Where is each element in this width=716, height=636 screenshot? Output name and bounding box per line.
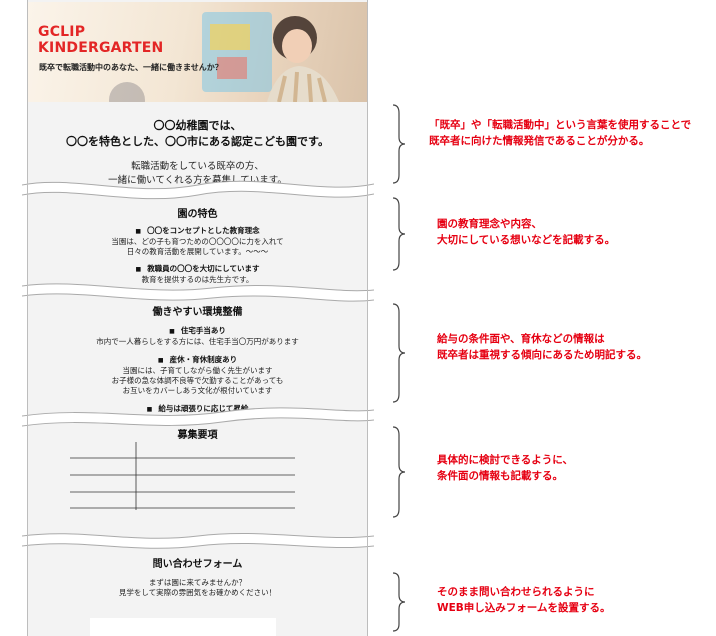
contact-section: 問い合わせフォーム まずは園に来てみませんか？ 見学をして実際の雰囲気をお確かめ… bbox=[27, 557, 368, 598]
features-item-1-line-2: 日々の教育活動を展開しています。～～～ bbox=[126, 247, 269, 256]
workplace-item-1-title: 住宅手当あり bbox=[27, 326, 368, 337]
workplace-heading: 働きやすい環境整備 bbox=[152, 307, 243, 318]
workplace-item-1-line-1: 市内で一人暮らしをする方には、住宅手当〇万円があります bbox=[96, 337, 299, 346]
workplace-item-2-line-3: お互いをカバーしあう文化が根付いています bbox=[122, 386, 273, 395]
wave-divider bbox=[22, 283, 374, 302]
note-2-line-1: 園の教育理念や内容、 bbox=[437, 218, 542, 230]
hero-photo bbox=[109, 12, 339, 102]
workplace-section: 働きやすい環境整備 住宅手当あり 市内で一人暮らしをする方には、住宅手当〇万円が… bbox=[27, 305, 368, 415]
note-4: 具体的に検討できるように、 条件面の情報も記載する。 bbox=[437, 452, 573, 484]
contact-heading: 問い合わせフォーム bbox=[152, 559, 243, 570]
intro-body-1: 転職活動をしている既卒の方、 bbox=[131, 161, 264, 172]
note-4-line-1: 具体的に検討できるように、 bbox=[437, 454, 573, 466]
note-1: 「既卒」や「転職活動中」という言葉を使用することで 既卒者に向けた情報発信である… bbox=[429, 117, 691, 149]
intro-title-2: 〇〇を特色とした、〇〇市にある認定こども園です。 bbox=[66, 135, 329, 148]
contact-line-1: まずは園に来てみませんか？ bbox=[148, 578, 247, 587]
workplace-item-2-title: 産休・育休制度あり bbox=[27, 355, 368, 366]
note-2-line-2: 大切にしている想いなどを記載する。 bbox=[437, 234, 616, 246]
intro-body-2: 一緒に働いてくれる方を募集しています。 bbox=[108, 175, 287, 186]
intro-title-1: 〇〇幼稚園では、 bbox=[153, 119, 242, 132]
brand-line-2: KINDERGARTEN bbox=[38, 40, 164, 56]
features-heading: 園の特色 bbox=[177, 209, 218, 220]
note-2: 園の教育理念や内容、 大切にしている想いなどを記載する。 bbox=[437, 216, 615, 248]
workplace-item-2-line-2: お子様の急な体調不良等で欠勤することがあっても bbox=[111, 376, 284, 385]
recruit-heading: 募集要項 bbox=[177, 430, 218, 441]
features-item-2-title: 教職員の〇〇を大切にしています bbox=[27, 264, 368, 275]
note-3: 給与の条件面や、育休などの情報は 既卒者は重視する傾向にあるため明記する。 bbox=[437, 331, 647, 363]
note-5-line-2: WEB申し込みフォームを設置する。 bbox=[437, 602, 611, 614]
features-item-1-title: 〇〇をコンセプトとした教育理念 bbox=[27, 226, 368, 237]
wave-divider bbox=[22, 532, 374, 549]
note-1-line-1: 「既卒」や「転職活動中」という言葉を使用することで bbox=[429, 119, 692, 131]
brace-icon bbox=[392, 426, 406, 518]
mock-page bbox=[27, 0, 368, 636]
recruit-section: 募集要項 bbox=[27, 428, 368, 443]
wave-divider bbox=[22, 180, 374, 200]
brand-line-1: GCLIP bbox=[38, 24, 86, 40]
features-item-2-line-1: 教育を提供するのは先生方です。 bbox=[141, 275, 254, 284]
brace-icon bbox=[392, 104, 406, 184]
hero-banner: GCLIP KINDERGARTEN 既卒で転職活動中のあなた、一緒に働きません… bbox=[27, 2, 368, 102]
note-3-line-1: 給与の条件面や、育休などの情報は bbox=[437, 333, 605, 345]
brace-icon bbox=[392, 572, 406, 632]
note-5-line-1: そのまま問い合わせられるように bbox=[437, 586, 595, 598]
note-5: そのまま問い合わせられるように WEB申し込みフォームを設置する。 bbox=[437, 584, 610, 616]
recruit-table bbox=[70, 442, 295, 510]
brace-icon bbox=[392, 303, 406, 403]
workplace-item-3-title: 給与は頑張りに応じて昇給 bbox=[27, 404, 368, 415]
wave-divider bbox=[22, 407, 374, 427]
contact-line-2: 見学をして実際の雰囲気をお確かめください！ bbox=[118, 588, 277, 597]
features-item-1-line-1: 当園は、どの子も育つための〇〇〇〇に力を入れて bbox=[111, 237, 284, 246]
intro-section: 〇〇幼稚園では、 〇〇を特色とした、〇〇市にある認定こども園です。 転職活動をし… bbox=[27, 118, 368, 188]
brace-icon bbox=[392, 197, 406, 271]
brand-logo: GCLIP KINDERGARTEN bbox=[38, 24, 163, 56]
contact-form-box[interactable] bbox=[90, 618, 276, 636]
features-section: 園の特色 〇〇をコンセプトとした教育理念 当園は、どの子も育つための〇〇〇〇に力… bbox=[27, 207, 368, 285]
workplace-item-2-line-1: 当園には、子育てしながら働く先生がいます bbox=[122, 366, 273, 375]
note-3-line-2: 既卒者は重視する傾向にあるため明記する。 bbox=[437, 349, 647, 361]
hero-tagline: 既卒で転職活動中のあなた、一緒に働きませんか？ bbox=[39, 63, 223, 72]
note-1-line-2: 既卒者に向けた情報発信であることが分かる。 bbox=[429, 135, 650, 147]
note-4-line-2: 条件面の情報も記載する。 bbox=[437, 470, 563, 482]
